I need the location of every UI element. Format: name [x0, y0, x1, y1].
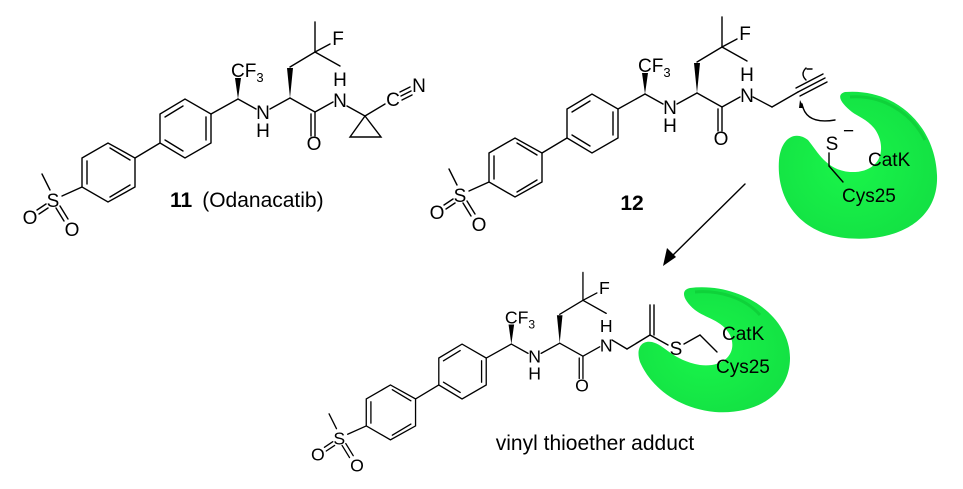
- negative-charge-label: −: [843, 121, 854, 142]
- sulfonyl-o-label: O: [430, 203, 445, 224]
- vinyl-thioether-linkage: S CatK Cys25: [611, 304, 770, 378]
- cf3-label: CF3: [638, 56, 671, 80]
- sulfonyl-o-label: O: [472, 215, 487, 236]
- sulfonyl-s-label: S: [333, 429, 345, 449]
- sulfonyl-o-label: O: [65, 220, 80, 241]
- odanacatib-core-structure: CF3 N H F O N H S O O: [430, 16, 754, 236]
- amine-n-label: N: [663, 98, 677, 119]
- amide-n-label: N: [333, 91, 347, 112]
- cyanocyclopropyl-group: C N: [346, 76, 426, 138]
- adduct-core: CF3 N H F O N H S O O: [311, 271, 613, 475]
- cys25-label: Cys25: [842, 186, 896, 207]
- sulfonyl-o-label: O: [311, 444, 325, 464]
- odanacatib-core-structure: CF3 N H F O N H S O O: [23, 21, 347, 241]
- catk-label: CatK: [868, 150, 911, 171]
- amine-h-label: H: [256, 121, 270, 142]
- carbonyl-o-label: O: [714, 129, 729, 150]
- amide-n-label: N: [740, 86, 754, 107]
- cf3-label: CF3: [231, 61, 264, 85]
- cathepsin-k-enzyme: S − CatK Cys25: [778, 91, 938, 239]
- amine-n-label: N: [256, 103, 270, 124]
- sulfonyl-o-label: O: [23, 208, 38, 229]
- product-caption: vinyl thioether adduct: [496, 432, 695, 455]
- amine-n-label: N: [528, 347, 541, 367]
- cf3-label: CF3: [505, 308, 536, 332]
- arrowhead-icon: [663, 248, 676, 266]
- cys25-label: Cys25: [716, 357, 770, 378]
- amide-h-label: H: [333, 70, 347, 91]
- amide-h-label: H: [740, 65, 754, 86]
- nitrile-c-label: C: [386, 90, 400, 111]
- carbonyl-o-label: O: [307, 134, 322, 155]
- amine-h-label: H: [663, 116, 677, 137]
- compound-11-label: 11(Odanacatib): [170, 189, 324, 212]
- sulfonyl-s-label: S: [454, 186, 467, 207]
- compound-12-label: 12: [620, 192, 643, 215]
- compound-12-core: CF3 N H F O N H S O O: [430, 16, 754, 236]
- sulfonyl-s-label: S: [47, 191, 60, 212]
- curved-arrow-icon: [801, 103, 836, 122]
- catk-label: CatK: [722, 324, 765, 345]
- fluorine-label: F: [599, 278, 610, 298]
- fluorine-label: F: [332, 29, 344, 50]
- reaction-arrow: [663, 183, 746, 266]
- amide-h-label: H: [600, 316, 613, 336]
- fluorine-label: F: [739, 24, 751, 45]
- carbonyl-o-label: O: [575, 376, 589, 396]
- nitrile-n-label: N: [412, 76, 426, 97]
- amine-h-label: H: [528, 363, 541, 383]
- thiolate-s-label: S: [826, 134, 839, 155]
- sulfonyl-o-label: O: [350, 455, 364, 475]
- thioether-s-label: S: [670, 339, 683, 360]
- amide-n-label: N: [600, 336, 613, 356]
- propargyl-alkyne-group: [752, 67, 836, 122]
- curved-arrow-icon: [802, 67, 807, 81]
- cathepsin-k-enzyme-adduct: [638, 287, 790, 413]
- odanacatib-core-structure: CF3 N H F O N H S O O: [311, 271, 613, 475]
